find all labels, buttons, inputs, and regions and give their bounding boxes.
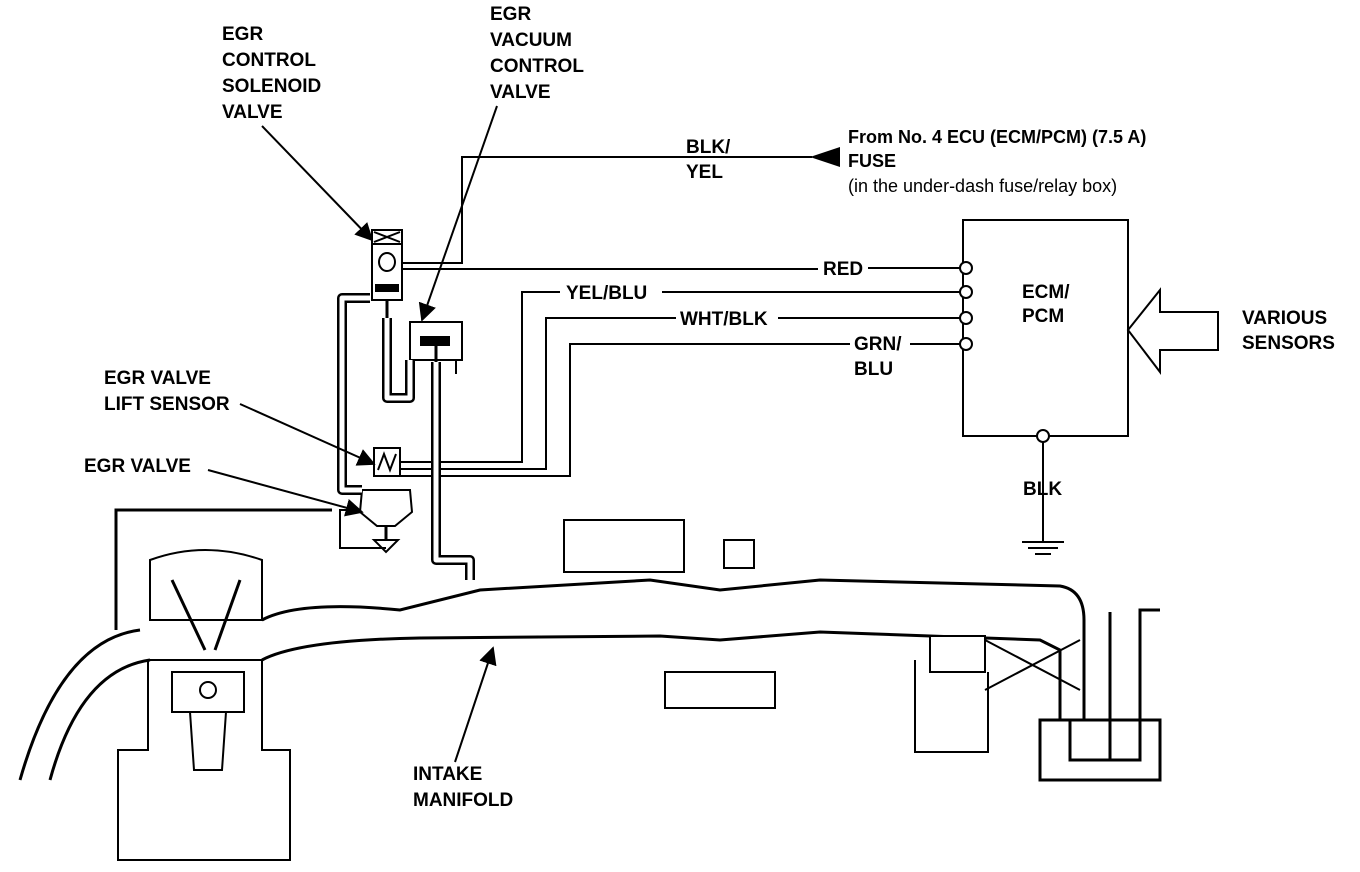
fuse-source-line-3: (in the under-dash fuse/relay box) <box>848 176 1117 196</box>
egr-vacuum-control-valve <box>409 321 463 374</box>
wire-yel-blu: YEL/BLU <box>400 283 960 463</box>
various-sensors-label-2: SENSORS <box>1242 333 1335 354</box>
egr-valve-lift-sensor-label-2: LIFT SENSOR <box>104 394 230 415</box>
wire-blk-yel-label-2: YEL <box>686 162 723 183</box>
intake-manifold-label-1: INTAKE <box>413 764 482 785</box>
wire-wht-blk-label: WHT/BLK <box>680 309 768 330</box>
egr-control-solenoid-label-2: CONTROL <box>222 50 316 71</box>
fuse-source-line-2: FUSE <box>848 151 896 171</box>
wire-grn-blu-label-2: BLU <box>854 359 893 380</box>
egr-valve-lift-sensor-callout: EGR VALVE LIFT SENSOR <box>104 368 376 466</box>
ecm-label-2: PCM <box>1022 306 1064 327</box>
ecm-label-1: ECM/ <box>1022 282 1070 303</box>
egr-vacuum-control-label-3: CONTROL <box>490 56 584 77</box>
egr-vacuum-control-label-4: VALVE <box>490 82 551 103</box>
wire-red-label: RED <box>823 259 863 280</box>
egr-vacuum-control-callout: EGR VACUUM CONTROL VALVE <box>418 4 584 322</box>
ground-symbol: BLK <box>1022 442 1064 555</box>
ground-wire-label: BLK <box>1023 479 1062 500</box>
fuse-source-line-1: From No. 4 ECU (ECM/PCM) (7.5 A) <box>848 127 1146 147</box>
wire-red: RED <box>402 259 960 280</box>
egr-control-solenoid-valve <box>371 229 403 318</box>
wire-grn-blu: GRN/ BLU <box>400 334 960 477</box>
various-sensors-label-1: VARIOUS <box>1242 308 1327 329</box>
egr-control-solenoid-label-4: VALVE <box>222 102 283 123</box>
egr-valve <box>358 489 414 554</box>
wire-blk-yel-label-1: BLK/ <box>686 137 731 158</box>
intake-manifold-callout: INTAKE MANIFOLD <box>413 646 513 811</box>
egr-vacuum-control-label-1: EGR <box>490 4 531 25</box>
wire-yel-blu-label: YEL/BLU <box>566 283 647 304</box>
wire-blk-yel: BLK/ YEL <box>402 137 840 264</box>
wire-grn-blu-label-1: GRN/ <box>854 334 902 355</box>
egr-valve-label: EGR VALVE <box>84 456 191 477</box>
egr-control-solenoid-label-3: SOLENOID <box>222 76 321 97</box>
egr-valve-lift-sensor-label-1: EGR VALVE <box>104 368 211 389</box>
ecm-pcm-box: ECM/ PCM <box>959 219 1129 443</box>
egr-valve-lift-sensor <box>373 447 401 477</box>
vacuum-hoses <box>337 293 475 580</box>
egr-vacuum-control-label-2: VACUUM <box>490 30 572 51</box>
egr-valve-callout: EGR VALVE <box>84 456 364 517</box>
egr-control-solenoid-label-1: EGR <box>222 24 263 45</box>
egr-control-solenoid-callout: EGR CONTROL SOLENOID VALVE <box>222 24 374 242</box>
wire-wht-blk: WHT/BLK <box>400 309 960 470</box>
engine-cylinder <box>18 549 291 861</box>
various-sensors-arrow: VARIOUS SENSORS <box>1126 287 1335 375</box>
intake-manifold-label-2: MANIFOLD <box>413 790 513 811</box>
intake-manifold <box>114 508 1162 782</box>
